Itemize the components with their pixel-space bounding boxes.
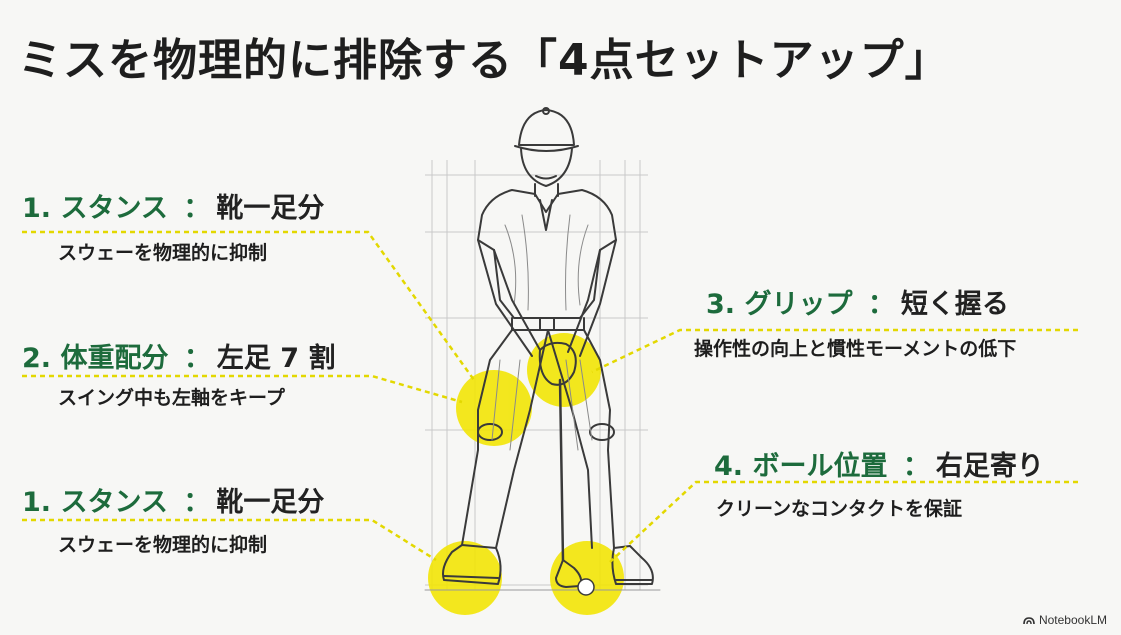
leader-line-5 <box>609 480 1078 563</box>
point-1b-detail: 靴一足分 <box>216 487 325 518</box>
leader-line-1 <box>22 230 476 381</box>
point-1-number: 1. <box>22 193 52 224</box>
point-1-heading: 1. スタンス ：靴一足分 <box>22 186 324 225</box>
point-2-description: スイング中も左軸をキープ <box>58 387 285 409</box>
golf-ball <box>577 578 595 596</box>
point-1b-heading: 1. スタンス ：靴一足分 <box>22 480 324 519</box>
point-3-detail: 短く握る <box>900 289 1009 320</box>
golfer-body <box>424 107 661 591</box>
point-2-detail: 左足 7 割 <box>216 343 336 374</box>
point-3-description: 操作性の向上と慣性モーメントの低下 <box>694 338 1017 360</box>
point-1b-colon: ： <box>183 487 211 518</box>
point-1-detail: 靴一足分 <box>216 193 325 224</box>
point-1-name: スタンス <box>60 193 168 224</box>
leader-line-4 <box>591 328 1078 374</box>
point-2-heading: 2. 体重配分 ：左足 7 割 <box>22 336 335 375</box>
point-1-colon: ： <box>183 193 211 224</box>
leader-lines <box>22 230 1078 563</box>
highlight-ball <box>550 541 624 615</box>
point-4-number: 4. <box>714 451 744 482</box>
point-3-name: グリップ <box>744 289 853 320</box>
notebooklm-icon <box>1023 616 1035 624</box>
point-4-description: クリーンなコンタクトを保証 <box>716 498 963 520</box>
point-4-colon: ： <box>902 451 930 482</box>
point-3-number: 3. <box>706 289 736 320</box>
highlight-left-knee <box>456 370 532 446</box>
notebooklm-brand: NotebookLM <box>1023 613 1107 627</box>
point-1-description: スウェーを物理的に抑制 <box>58 242 268 264</box>
point-1b-number: 1. <box>22 487 52 518</box>
brand-label: NotebookLM <box>1038 613 1107 627</box>
point-4-heading: 4. ボール位置 ：右足寄り <box>714 444 1044 483</box>
point-4-name: ボール位置 <box>752 451 888 482</box>
point-2-number: 2. <box>22 343 52 374</box>
highlight-circles <box>428 333 624 615</box>
point-2-colon: ： <box>183 343 211 374</box>
point-4-detail: 右足寄り <box>935 451 1044 482</box>
slide-title: ミスを物理的に排除する「4点セットアップ」 <box>18 35 950 86</box>
point-1b-name: スタンス <box>60 487 168 518</box>
point-3-colon: ： <box>867 289 895 320</box>
point-3-heading: 3. グリップ ：短く握る <box>706 282 1009 321</box>
leader-line-3 <box>22 518 437 562</box>
point-2-name: 体重配分 <box>60 343 169 374</box>
point-1b-description: スウェーを物理的に抑制 <box>58 534 268 556</box>
